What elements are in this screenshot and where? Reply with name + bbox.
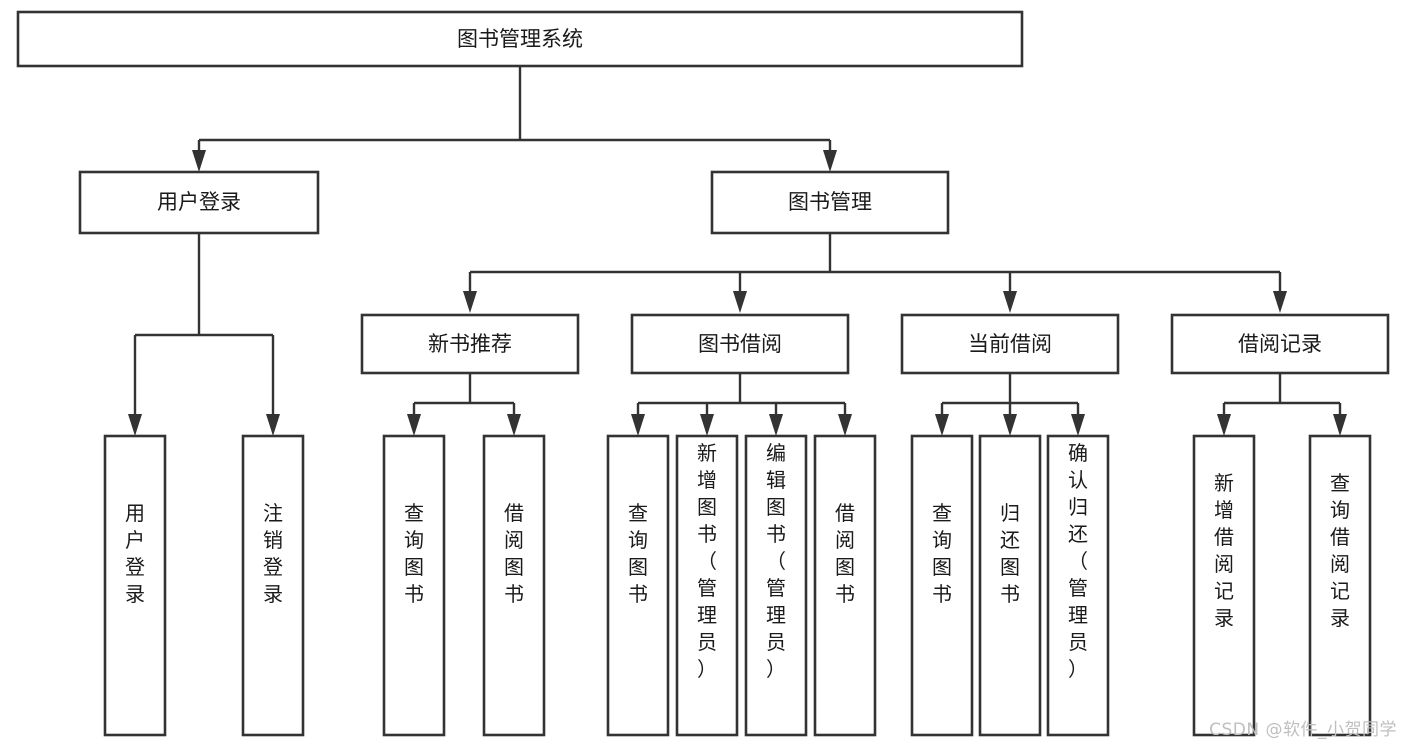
leaf-node[interactable]: 查询借阅记录	[1308, 434, 1372, 737]
leaf-user-login-1-box[interactable]	[241, 434, 305, 737]
arrow-newbook-leaf-0-icon	[407, 414, 421, 436]
leaf-new-book-1-box[interactable]	[482, 434, 546, 737]
leaf-book-borrow-0-label: 查询图书	[628, 501, 648, 606]
node-current-borrow-label: 当前借阅	[968, 332, 1052, 356]
leaf-book-borrow-0-box[interactable]	[606, 434, 670, 737]
node-current-borrow[interactable]: 当前借阅	[900, 313, 1120, 375]
node-new-book-recommend[interactable]: 新书推荐	[360, 313, 580, 375]
arrow-current-leaf-2-icon	[1071, 414, 1085, 436]
connector-group-book-borrow	[631, 373, 852, 436]
leaf-current-borrow-2-label: 确认归还（管理员）	[1068, 441, 1088, 681]
leaf-new-book-1-label: 借阅图书	[504, 501, 524, 606]
leaf-current-borrow-0-label: 查询图书	[932, 501, 952, 606]
arrow-borrow-leaf-2-icon	[769, 414, 783, 436]
connector-group-new-book	[407, 373, 521, 436]
connector-group-book-mgmt	[463, 233, 1287, 313]
leaf-node[interactable]: 查询图书	[382, 434, 446, 737]
arrow-book-to-l3-1-icon	[733, 291, 747, 313]
node-book-borrow[interactable]: 图书借阅	[630, 313, 850, 375]
leaf-book-borrow-1-label: 新增图书（管理员）	[697, 441, 717, 681]
node-borrow-record-box[interactable]	[1170, 313, 1390, 375]
node-user-login[interactable]: 用户登录	[78, 170, 320, 235]
arrow-book-to-l3-2-icon	[1003, 291, 1017, 313]
arrow-record-leaf-0-icon	[1217, 414, 1231, 436]
leaf-book-borrow-3-label: 借阅图书	[835, 501, 855, 606]
leaf-book-borrow-2-label: 编辑图书（管理员）	[766, 441, 786, 681]
arrow-user-leaf-1-icon	[266, 414, 280, 436]
leaf-current-borrow-1-label: 归还图书	[1000, 501, 1020, 606]
csdn-watermark: CSDN @软件_小贺同学	[1209, 720, 1397, 740]
node-borrow-record-label: 借阅记录	[1238, 332, 1322, 356]
arrow-user-leaf-0-icon	[128, 414, 142, 436]
node-book-management[interactable]: 图书管理	[710, 170, 950, 235]
node-book-management-label: 图书管理	[788, 190, 872, 214]
leaf-new-book-0-box[interactable]	[382, 434, 446, 737]
connector-group-user-login	[128, 233, 280, 436]
arrow-current-leaf-0-icon	[935, 414, 949, 436]
node-new-book-recommend-box[interactable]	[360, 313, 580, 375]
leaf-new-book-0-label: 查询图书	[404, 501, 424, 606]
arrow-borrow-leaf-1-icon	[700, 414, 714, 436]
node-root[interactable]: 图书管理系统	[16, 10, 1024, 68]
leaf-borrow-record-1-label: 查询借阅记录	[1330, 471, 1350, 630]
leaf-current-borrow-1-box[interactable]	[978, 434, 1042, 737]
leaf-node[interactable]: 编辑图书（管理员）	[744, 434, 808, 737]
node-book-management-box[interactable]	[710, 170, 950, 235]
arrow-record-leaf-1-icon	[1333, 414, 1347, 436]
leaf-book-borrow-1-box[interactable]	[675, 434, 739, 737]
leaf-node[interactable]: 查询图书	[606, 434, 670, 737]
leaf-borrow-record-0-box[interactable]	[1192, 434, 1256, 737]
arrow-newbook-leaf-1-icon	[507, 414, 521, 436]
leaf-user-login-0-label: 用户登录	[125, 501, 145, 606]
leaf-node[interactable]: 查询图书	[910, 434, 974, 737]
leaf-node[interactable]: 确认归还（管理员）	[1046, 434, 1110, 737]
connector-group-borrow-record	[1217, 373, 1347, 436]
leaf-current-borrow-0-box[interactable]	[910, 434, 974, 737]
leaf-borrow-record-0-label: 新增借阅记录	[1214, 471, 1234, 630]
node-user-login-label: 用户登录	[157, 190, 241, 214]
node-new-book-recommend-label: 新书推荐	[428, 332, 512, 356]
leaf-node[interactable]: 用户登录	[103, 434, 167, 737]
node-current-borrow-box[interactable]	[900, 313, 1120, 375]
leaf-node[interactable]: 借阅图书	[482, 434, 546, 737]
node-root-label: 图书管理系统	[457, 27, 583, 51]
node-book-borrow-box[interactable]	[630, 313, 850, 375]
node-root-box[interactable]	[16, 10, 1024, 68]
leaf-book-borrow-2-box[interactable]	[744, 434, 808, 737]
leaf-user-login-1-label: 注销登录	[263, 501, 283, 606]
node-book-borrow-label: 图书借阅	[698, 332, 782, 356]
leaf-node[interactable]: 注销登录	[241, 434, 305, 737]
leaf-user-login-0-box[interactable]	[103, 434, 167, 737]
arrow-current-leaf-1-icon	[1003, 414, 1017, 436]
leaf-node[interactable]: 新增借阅记录	[1192, 434, 1256, 737]
leaf-node[interactable]: 归还图书	[978, 434, 1042, 737]
node-user-login-box[interactable]	[78, 170, 320, 235]
leaf-node[interactable]: 借阅图书	[813, 434, 877, 737]
arrow-book-to-l3-3-icon	[1273, 291, 1287, 313]
connector-group-current-borrow	[935, 373, 1085, 436]
arrow-root-to-user-icon	[192, 150, 206, 172]
leaf-borrow-record-1-box[interactable]	[1308, 434, 1372, 737]
arrow-book-to-l3-0-icon	[463, 291, 477, 313]
leaf-book-borrow-3-box[interactable]	[813, 434, 877, 737]
arrow-root-to-book-icon	[823, 150, 837, 172]
leaf-current-borrow-2-box[interactable]	[1046, 434, 1110, 737]
node-borrow-record[interactable]: 借阅记录	[1170, 313, 1390, 375]
arrow-borrow-leaf-0-icon	[631, 414, 645, 436]
arrow-borrow-leaf-3-icon	[838, 414, 852, 436]
connector-group-root	[192, 66, 837, 172]
leaf-node[interactable]: 新增图书（管理员）	[675, 434, 739, 737]
